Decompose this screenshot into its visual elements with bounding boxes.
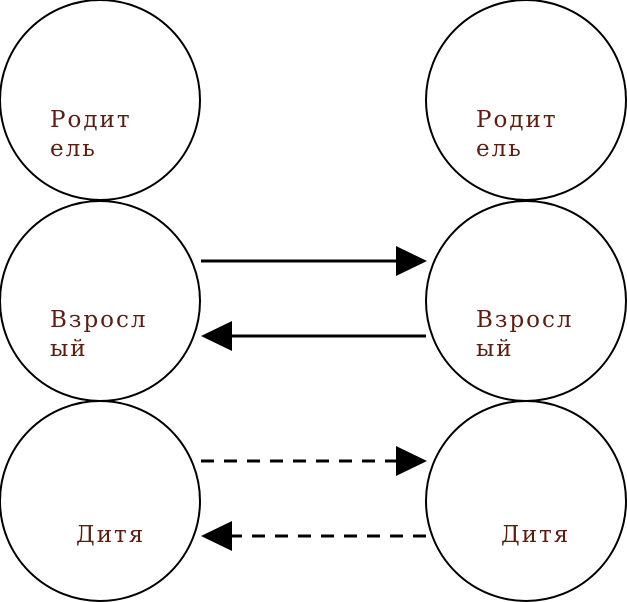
right-child-circle [425, 400, 627, 602]
arrow-child-left-to-right [201, 446, 427, 476]
arrow-adult-left-to-right [201, 246, 427, 276]
right-adult-circle [425, 200, 627, 402]
left-parent-circle [0, 0, 201, 201]
left-child-circle [0, 400, 201, 602]
right-adult-label-line2: ый [476, 336, 514, 362]
right-parent-label-line2: ель [476, 136, 523, 162]
right-parent-circle [425, 0, 627, 201]
right-child-label: Дитя [501, 522, 570, 548]
left-parent-label-line2: ель [50, 136, 97, 162]
right-parent-label-line1: Родит [476, 107, 558, 133]
left-column: Родит ель Взросл ый Дитя [0, 0, 201, 602]
left-child-label: Дитя [76, 522, 145, 548]
left-adult-circle [0, 200, 201, 402]
right-column: Родит ель Взросл ый Дитя [425, 0, 627, 602]
arrows [201, 246, 427, 551]
left-parent-label-line1: Родит [50, 107, 132, 133]
arrow-child-right-to-left [201, 521, 426, 551]
right-adult-label-line1: Взросл [476, 307, 574, 333]
left-adult-label-line2: ый [50, 336, 88, 362]
left-adult-label-line1: Взросл [50, 307, 148, 333]
arrow-adult-right-to-left [201, 321, 426, 351]
